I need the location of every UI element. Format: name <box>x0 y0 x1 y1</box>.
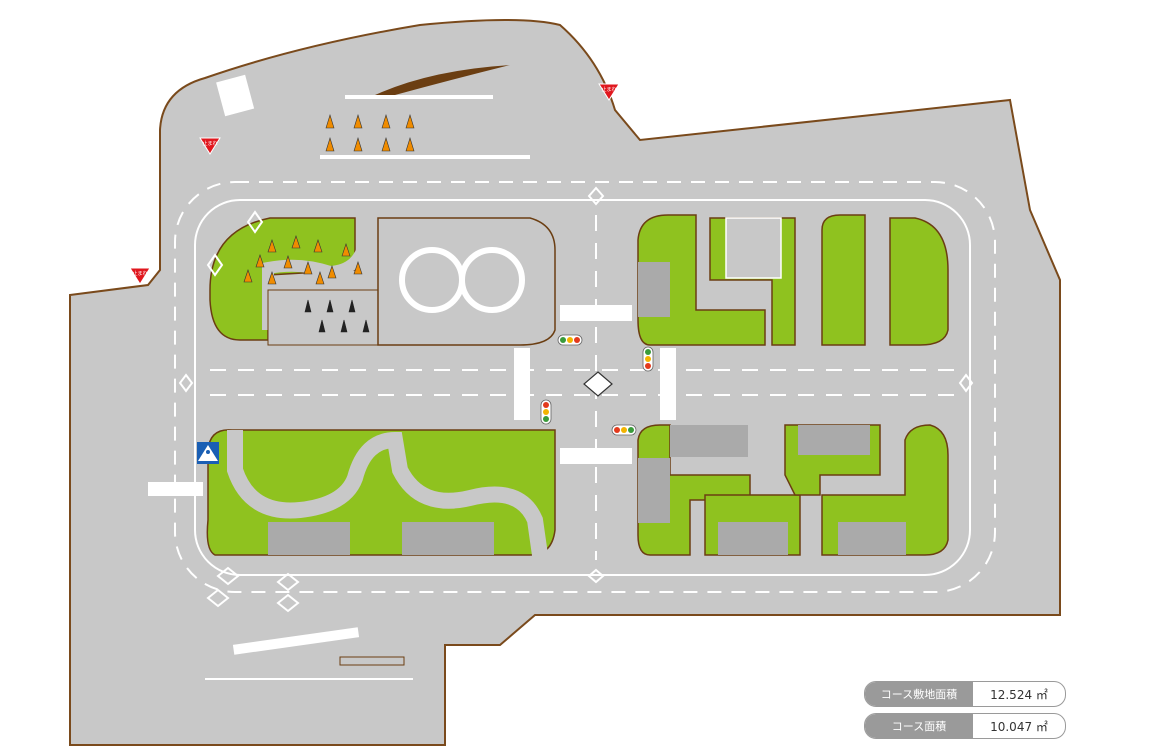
s-curve-lane <box>227 430 548 557</box>
traffic-signal-icon <box>557 334 583 346</box>
course-site <box>69 19 1061 746</box>
area-value-site: 12.524 ㎡ <box>990 687 1048 702</box>
cones-top <box>325 113 415 152</box>
parking-garage-lines <box>725 217 782 279</box>
svg-text:止まれ: 止まれ <box>601 86 616 93</box>
grass-upper-right-3 <box>821 214 866 346</box>
building-upper-1 <box>638 262 670 317</box>
traffic-signal-icon <box>611 424 637 436</box>
inner-lane-line <box>194 199 971 576</box>
building-lower-3 <box>638 458 670 523</box>
crosswalk-north <box>560 305 632 321</box>
crosswalk-east <box>660 348 676 420</box>
bottom-grate <box>339 656 405 666</box>
building-lower-1 <box>268 522 350 555</box>
area-label-site: コース敷地面積 <box>865 682 973 706</box>
crosswalk-south <box>560 448 632 464</box>
grass-upper-right-4 <box>889 217 949 346</box>
area-row-course: コース面積 10.047 ㎡ <box>864 713 1066 739</box>
bottom-line <box>205 678 413 680</box>
parking-line-top <box>345 95 493 99</box>
stop-line-top <box>320 155 530 159</box>
svg-text:止まれ: 止まれ <box>132 270 147 277</box>
svg-text:止まれ: 止まれ <box>202 140 217 147</box>
pedestrian-crossing-icon <box>197 442 219 464</box>
stop-sign-icon: 止まれ <box>199 137 221 155</box>
building-lower-2 <box>402 522 494 555</box>
building-lower-4 <box>670 425 748 457</box>
diamond-markings <box>178 186 974 613</box>
area-row-site: コース敷地面積 12.524 ㎡ <box>864 681 1066 707</box>
area-value-course: 10.047 ㎡ <box>990 719 1048 734</box>
crosswalk-west <box>514 348 530 420</box>
area-label-course: コース面積 <box>865 714 973 738</box>
stop-sign-icon: 止まれ <box>129 267 151 285</box>
building-lower-5 <box>718 522 788 555</box>
traffic-signal-icon <box>540 399 552 425</box>
bottom-bar <box>232 627 360 655</box>
stop-sign-icon: 止まれ <box>598 83 620 101</box>
cones-s-curve <box>243 235 363 285</box>
intersection-marker <box>583 371 613 397</box>
area-summary-table: コース敷地面積 12.524 ㎡ コース面積 10.047 ㎡ <box>864 681 1066 745</box>
crosswalk-left <box>148 482 203 496</box>
building-lower-6 <box>798 425 870 455</box>
traffic-signal-icon <box>642 346 654 372</box>
outer-lane-line <box>174 181 996 593</box>
embankment <box>375 65 510 95</box>
figure-eight-right <box>459 247 525 313</box>
cones-yard <box>304 299 370 333</box>
crosswalk-top-left <box>216 74 255 117</box>
building-lower-7 <box>838 522 906 555</box>
